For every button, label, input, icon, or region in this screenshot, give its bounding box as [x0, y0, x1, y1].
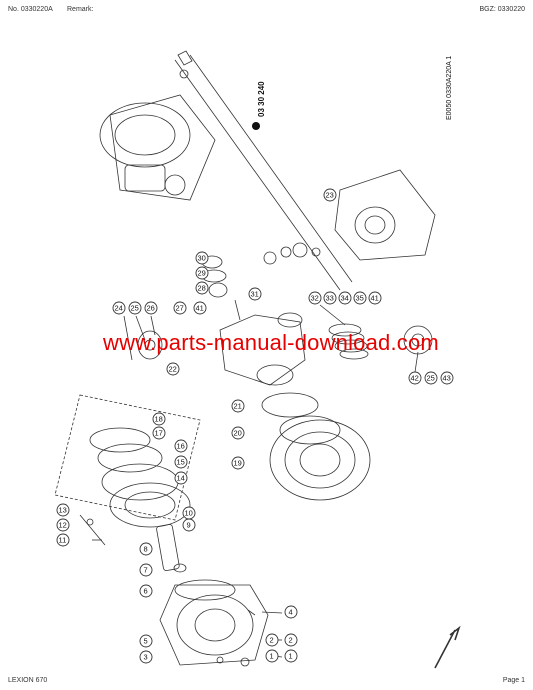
svg-text:21: 21: [234, 402, 242, 411]
callout-17: 17: [152, 426, 166, 440]
svg-text:1: 1: [270, 652, 274, 661]
callout-27: 27: [173, 301, 187, 315]
callout-34: 34: [338, 291, 352, 305]
callout-41b: 41: [193, 301, 207, 315]
callout-5: 5: [139, 634, 153, 648]
svg-text:42: 42: [411, 374, 419, 383]
svg-text:2: 2: [289, 636, 293, 645]
callout-22: 22: [166, 362, 180, 376]
callout-2a: 2: [284, 633, 298, 647]
svg-text:2: 2: [270, 636, 274, 645]
callout-30: 30: [195, 251, 209, 265]
callout-42: 42: [408, 371, 422, 385]
svg-text:26: 26: [147, 304, 155, 313]
svg-text:18: 18: [155, 415, 163, 424]
callout-43: 43: [440, 371, 454, 385]
callout-19: 19: [231, 456, 245, 470]
callout-21: 21: [231, 399, 245, 413]
svg-text:25: 25: [427, 374, 435, 383]
svg-text:34: 34: [341, 294, 349, 303]
callout-29: 29: [195, 266, 209, 280]
callout-31: 31: [248, 287, 262, 301]
svg-text:29: 29: [198, 269, 206, 278]
callout-33: 33: [323, 291, 337, 305]
svg-text:14: 14: [177, 474, 185, 483]
svg-text:24: 24: [115, 304, 123, 313]
callout-13: 13: [56, 503, 70, 517]
group-number: 03 30 240: [257, 81, 266, 117]
svg-text:23: 23: [326, 191, 334, 200]
remark-label: Remark:: [67, 6, 94, 13]
callout-8: 8: [139, 542, 153, 556]
callout-1a: 1: [284, 649, 298, 663]
callout-41a: 41: [368, 291, 382, 305]
callout-12: 12: [56, 518, 70, 532]
callout-11: 11: [56, 533, 70, 547]
svg-text:13: 13: [59, 506, 67, 515]
svg-text:31: 31: [251, 290, 259, 299]
svg-text:33: 33: [326, 294, 334, 303]
svg-text:41: 41: [196, 304, 204, 313]
callout-1b: 1: [265, 649, 279, 663]
svg-text:30: 30: [198, 254, 206, 263]
callout-9: 9: [182, 518, 196, 532]
callout-18: 18: [152, 412, 166, 426]
callout-10: 10: [182, 506, 196, 520]
callout-20: 20: [231, 426, 245, 440]
svg-text:19: 19: [234, 459, 242, 468]
svg-text:11: 11: [59, 536, 67, 545]
svg-text:6: 6: [144, 587, 148, 596]
svg-text:32: 32: [311, 294, 319, 303]
callout-25b: 25: [424, 371, 438, 385]
svg-text:9: 9: [187, 521, 191, 530]
callout-4: 4: [284, 605, 298, 619]
callout-32: 32: [308, 291, 322, 305]
model-name: LEXION 670: [8, 677, 48, 684]
exploded-parts-drawing: 1 2 1 2 3 4 5 6 7 8 9 10 11 12 13 14 15 …: [54, 50, 461, 669]
callout-14: 14: [174, 471, 188, 485]
svg-text:15: 15: [177, 458, 185, 467]
svg-text:22: 22: [169, 365, 177, 374]
svg-text:12: 12: [59, 521, 67, 530]
callout-15: 15: [174, 455, 188, 469]
svg-text:43: 43: [443, 374, 451, 383]
callout-28: 28: [195, 281, 209, 295]
svg-text:28: 28: [198, 284, 206, 293]
svg-text:20: 20: [234, 429, 242, 438]
svg-text:16: 16: [177, 442, 185, 451]
svg-text:3: 3: [144, 653, 148, 662]
svg-text:8: 8: [144, 545, 148, 554]
callout-3: 3: [139, 650, 153, 664]
callout-24: 24: [112, 301, 126, 315]
svg-text:1: 1: [289, 652, 293, 661]
svg-text:35: 35: [356, 294, 364, 303]
svg-text:5: 5: [144, 637, 148, 646]
callout-2b: 2: [265, 633, 279, 647]
callout-23: 23: [323, 188, 337, 202]
svg-text:41: 41: [371, 294, 379, 303]
svg-text:17: 17: [155, 429, 163, 438]
callout-16: 16: [174, 439, 188, 453]
figure-code: E0050 0330A220A 1: [446, 55, 453, 120]
callout-26: 26: [144, 301, 158, 315]
callout-7: 7: [139, 563, 153, 577]
bgz-number: BGZ: 0330220: [479, 6, 525, 13]
svg-text:4: 4: [289, 608, 293, 617]
callout-35: 35: [353, 291, 367, 305]
doc-number: No. 0330220A: [8, 6, 53, 13]
svg-text:10: 10: [185, 509, 193, 518]
watermark-url: www.parts-manual-download.com: [103, 330, 439, 355]
page-number: Page 1: [502, 677, 525, 684]
callout-6: 6: [139, 584, 153, 598]
svg-text:25: 25: [131, 304, 139, 313]
svg-text:7: 7: [144, 566, 148, 575]
callout-25a: 25: [128, 301, 142, 315]
svg-text:27: 27: [176, 304, 184, 313]
